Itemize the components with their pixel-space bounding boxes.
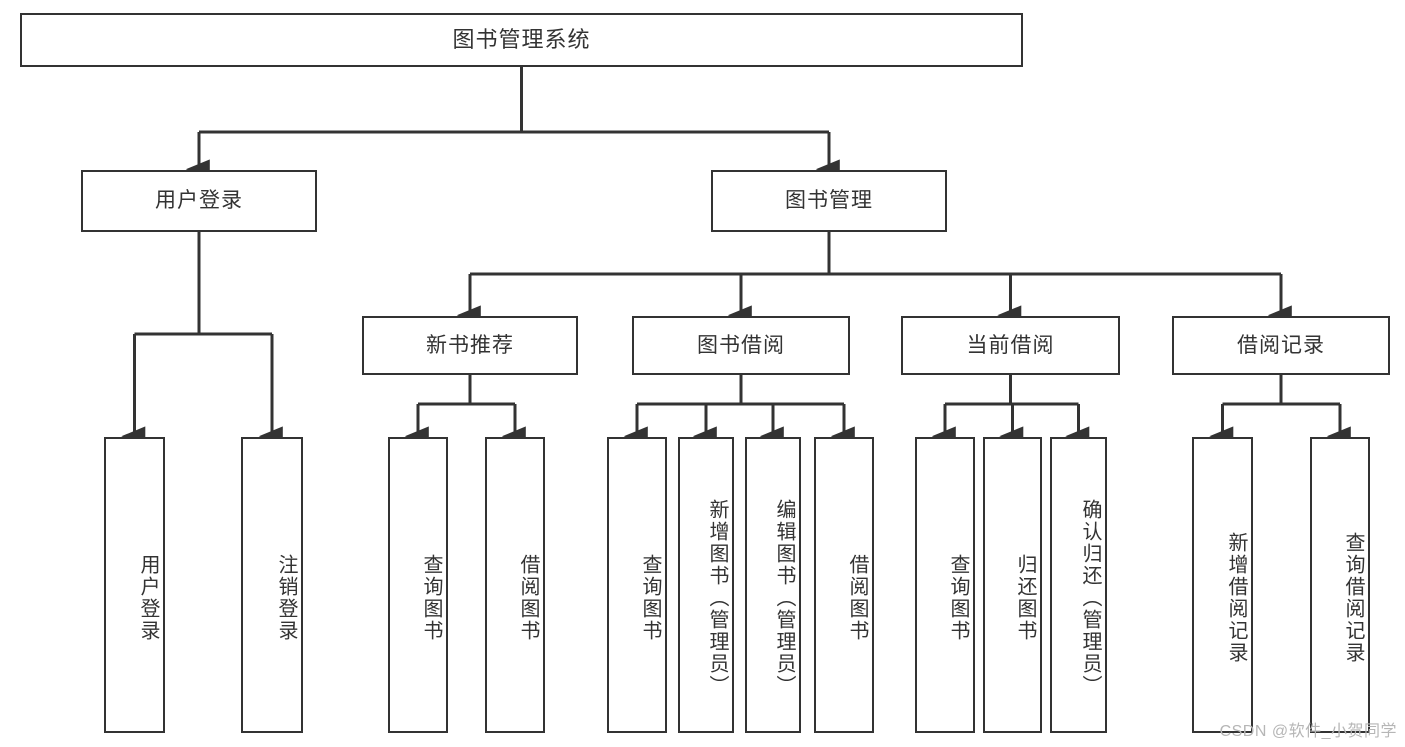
node-l2-current[interactable]: 当前借阅 xyxy=(901,316,1120,375)
node-label: 图书管理 xyxy=(785,189,873,213)
node-label: 新增借阅记录 xyxy=(1225,532,1247,664)
node-l2-record[interactable]: 借阅记录 xyxy=(1172,316,1390,375)
node-l1-user[interactable]: 用户登录 xyxy=(81,170,317,232)
node-label: 查询图书 xyxy=(639,554,661,642)
node-l2-new[interactable]: 新书推荐 xyxy=(362,316,578,375)
node-label: 用户登录 xyxy=(137,554,159,642)
node-l3-c-query[interactable]: 查询图书 xyxy=(915,437,975,733)
node-label: 新书推荐 xyxy=(426,333,514,357)
node-l1-book[interactable]: 图书管理 xyxy=(711,170,947,232)
node-l3-r-add[interactable]: 新增借阅记录 xyxy=(1192,437,1253,733)
node-label: 当前借阅 xyxy=(966,333,1055,357)
node-label: 图书借阅 xyxy=(697,333,785,357)
watermark: CSDN @软件_小贺同学 xyxy=(1219,723,1397,740)
node-l3-new-query[interactable]: 查询图书 xyxy=(388,437,448,733)
node-label: 注销登录 xyxy=(275,554,297,642)
node-l3-c-confirm[interactable]: 确认归还（管理员） xyxy=(1050,437,1107,733)
node-l3-b-edit[interactable]: 编辑图书（管理员） xyxy=(745,437,801,733)
node-label: 新增图书（管理员） xyxy=(706,499,728,697)
node-l3-b-add[interactable]: 新增图书（管理员） xyxy=(678,437,734,733)
node-label: 查询借阅记录 xyxy=(1342,532,1364,664)
node-l3-new-borrow[interactable]: 借阅图书 xyxy=(485,437,545,733)
node-label: 编辑图书（管理员） xyxy=(773,499,795,697)
node-label: 查询图书 xyxy=(947,554,969,642)
node-label: 查询图书 xyxy=(420,554,442,642)
node-label: 图书管理系统 xyxy=(452,26,591,52)
node-l3-r-query[interactable]: 查询借阅记录 xyxy=(1310,437,1370,733)
node-l3-c-return[interactable]: 归还图书 xyxy=(983,437,1042,733)
node-label: 归还图书 xyxy=(1014,554,1036,642)
node-label: 借阅图书 xyxy=(846,554,868,642)
node-label: 借阅图书 xyxy=(517,554,539,642)
node-l3-b-query[interactable]: 查询图书 xyxy=(607,437,667,733)
node-l3-user-login[interactable]: 用户登录 xyxy=(104,437,165,733)
tree-connectors xyxy=(121,67,1351,447)
node-l3-user-logout[interactable]: 注销登录 xyxy=(241,437,303,733)
node-l2-borrow[interactable]: 图书借阅 xyxy=(632,316,850,375)
node-label: 用户登录 xyxy=(155,189,243,213)
node-label: 借阅记录 xyxy=(1237,333,1325,357)
node-root[interactable]: 图书管理系统 xyxy=(20,13,1023,67)
node-label: 确认归还（管理员） xyxy=(1079,499,1101,697)
node-l3-b-lend[interactable]: 借阅图书 xyxy=(814,437,874,733)
